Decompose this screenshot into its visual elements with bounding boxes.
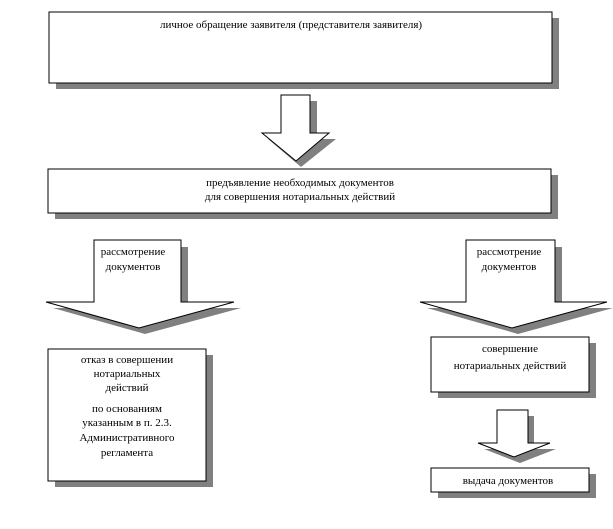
node-refusal-line-7: регламента xyxy=(101,447,153,459)
node-refusal: отказ в совершении нотариальных действий… xyxy=(47,348,213,487)
node-refusal-line-1: отказ в совершении xyxy=(81,354,173,366)
node-present-documents-line-1: предъявление необходимых документов xyxy=(206,177,394,189)
node-present-documents: предъявление необходимых документов для … xyxy=(47,168,558,219)
node-perform-actions: совершение нотариальных действий xyxy=(430,336,596,398)
arrow-left-review: рассмотрение документов xyxy=(45,239,241,334)
node-present-documents-line-2: для совершения нотариальных действий xyxy=(205,191,395,203)
node-issue-documents: выдача документов xyxy=(430,467,596,498)
arrow-left-review-line-1: рассмотрение xyxy=(101,246,166,258)
node-refusal-line-3: действий xyxy=(105,382,148,394)
arrow-down-1 xyxy=(260,94,336,167)
node-personal-appeal-label: личное обращение заявителя (представител… xyxy=(160,19,422,31)
node-issue-documents-label: выдача документов xyxy=(463,475,554,487)
node-refusal-line-5: указанным в п. 2.3. xyxy=(82,417,172,429)
arrow-right-review: рассмотрение документов xyxy=(419,239,613,334)
arrow-right-review-line-2: документов xyxy=(482,261,537,273)
node-refusal-line-6: Административного xyxy=(79,432,175,444)
node-personal-appeal: личное обращение заявителя (представител… xyxy=(48,11,559,89)
node-refusal-line-2: нотариальных xyxy=(94,368,161,380)
node-perform-actions-line-1: совершение xyxy=(482,343,538,355)
node-perform-actions-line-2: нотариальных действий xyxy=(454,360,567,372)
arrow-left-review-line-2: документов xyxy=(106,261,161,273)
node-refusal-line-4: по основаниям xyxy=(92,403,162,415)
arrow-down-2 xyxy=(477,409,556,463)
arrow-right-review-line-1: рассмотрение xyxy=(477,246,542,258)
